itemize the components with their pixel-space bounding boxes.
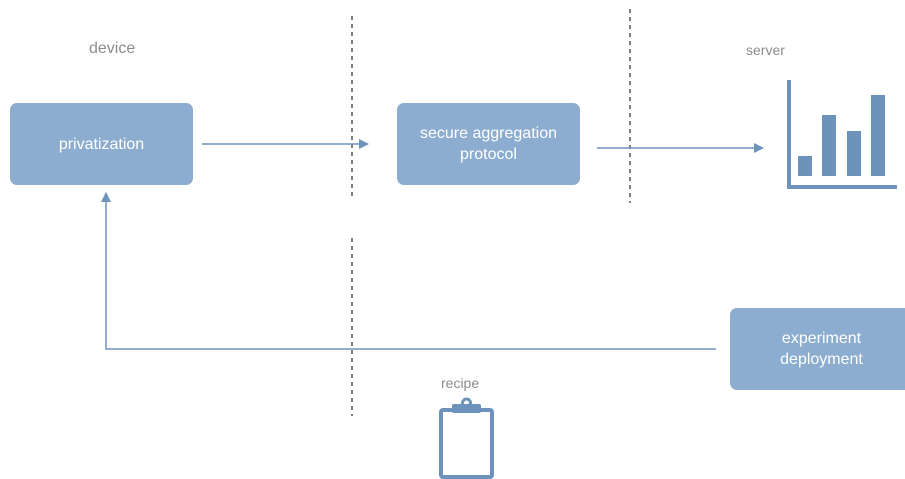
- secure-aggregation-label-line1: secure aggregation: [420, 125, 557, 142]
- privatization-box: privatization: [10, 103, 193, 185]
- secure-aggregation-box: secure aggregation protocol: [397, 103, 580, 185]
- arrow-experiment-to-privatization: [101, 192, 716, 350]
- bar-chart-icon: [787, 80, 897, 189]
- experiment-deployment-label-line2: deployment: [780, 351, 863, 368]
- experiment-deployment-box: experiment deployment: [730, 308, 905, 390]
- experiment-deployment-label-line1: experiment: [781, 330, 862, 347]
- device-label: device: [89, 40, 136, 57]
- privatization-label: privatization: [58, 135, 145, 153]
- clipboard-icon: [439, 397, 494, 479]
- server-label: server: [746, 42, 785, 58]
- recipe-label: recipe: [441, 375, 480, 391]
- secure-aggregation-label-line2: protocol: [460, 146, 517, 163]
